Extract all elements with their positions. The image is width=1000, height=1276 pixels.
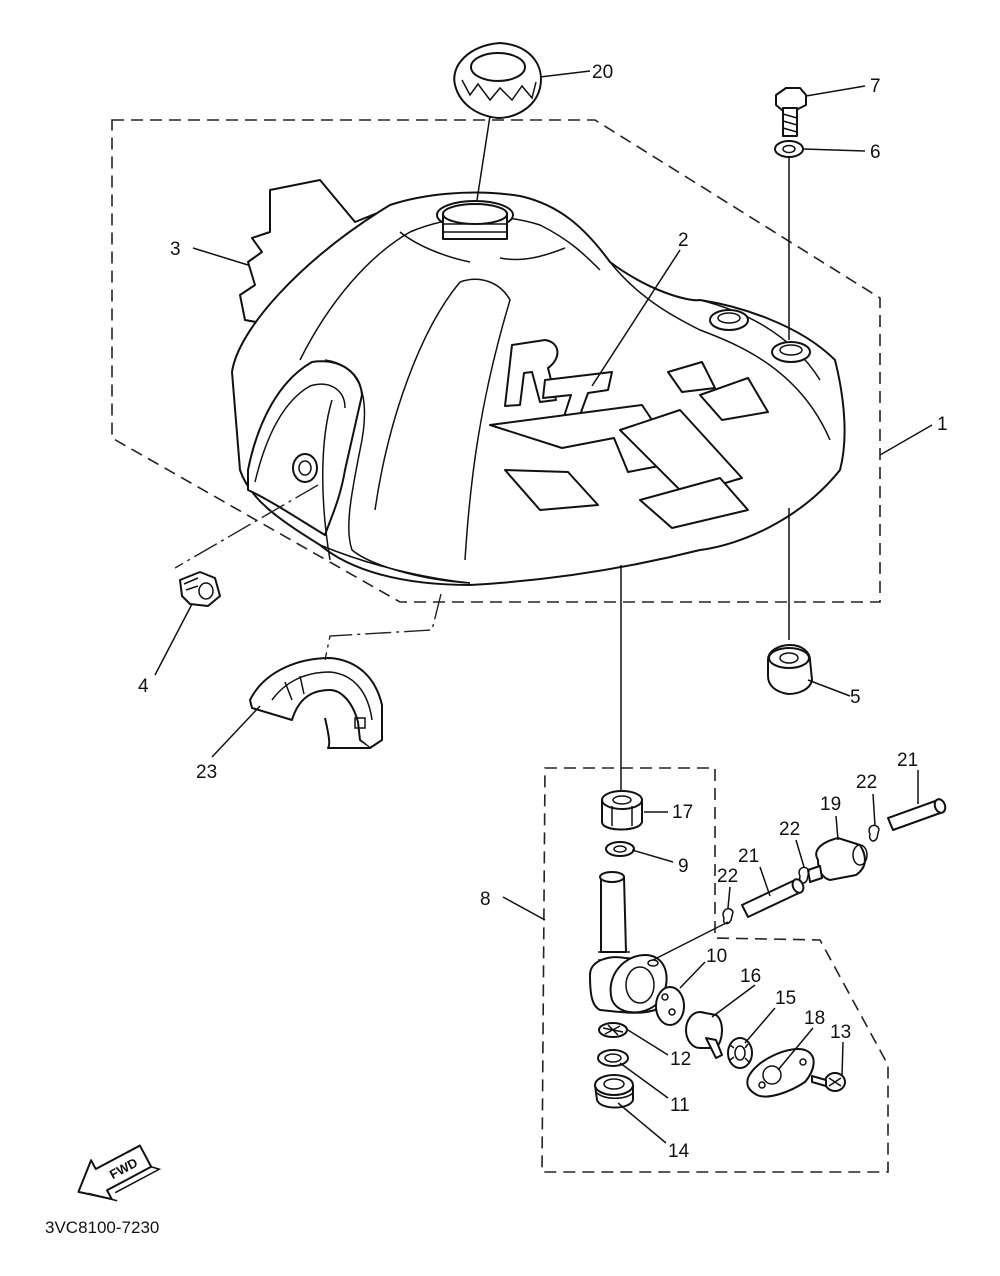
damper-4 — [179, 571, 221, 607]
callout-23: 23 — [196, 762, 217, 783]
fuel-filter-19 — [807, 837, 868, 883]
callout-6: 6 — [870, 142, 881, 163]
callout-22b: 22 — [779, 819, 800, 840]
clip-22a — [722, 907, 734, 925]
callout-8: 8 — [480, 889, 491, 910]
callout-4: 4 — [138, 676, 149, 697]
damper-5 — [767, 644, 813, 695]
callout-21a: 21 — [738, 846, 759, 867]
fwd-arrow-icon: FWD — [77, 1144, 162, 1202]
fuel-cap — [453, 42, 542, 119]
callout-3: 3 — [170, 239, 181, 260]
hose-21-lower — [741, 878, 805, 918]
cover-18 — [746, 1048, 815, 1098]
clip-22b — [798, 866, 810, 884]
callout-15: 15 — [775, 988, 796, 1009]
callout-20: 20 — [592, 62, 613, 83]
callout-21b: 21 — [897, 750, 918, 771]
callout-1: 1 — [937, 414, 948, 435]
callout-13: 13 — [830, 1022, 851, 1043]
callout-2: 2 — [678, 230, 689, 251]
strainer-12 — [598, 1022, 628, 1038]
callout-19: 19 — [820, 794, 841, 815]
callout-5: 5 — [850, 687, 861, 708]
callout-18: 18 — [804, 1008, 825, 1029]
tank-emblem-graphic — [489, 339, 769, 529]
nut-17 — [601, 790, 643, 831]
callout-16: 16 — [740, 966, 761, 987]
callout-12: 12 — [670, 1049, 691, 1070]
damper-23 — [249, 657, 383, 749]
washer-6 — [774, 140, 804, 158]
callout-9: 9 — [678, 856, 689, 877]
screw-13 — [811, 1072, 846, 1092]
callout-7: 7 — [870, 76, 881, 97]
plate-15 — [727, 1037, 753, 1069]
callout-10: 10 — [706, 946, 727, 967]
cup-14 — [594, 1074, 634, 1109]
callout-14: 14 — [668, 1141, 690, 1162]
leader-lines — [154, 70, 933, 1144]
o-ring-11 — [597, 1049, 629, 1067]
hose-21-upper — [887, 798, 947, 831]
part-code: 3VC8100-7230 — [45, 1218, 159, 1237]
callout-22a: 22 — [717, 866, 738, 887]
callout-11: 11 — [670, 1095, 690, 1116]
callout-22c: 22 — [856, 772, 877, 793]
lever-16 — [685, 1011, 723, 1059]
callout-17: 17 — [672, 802, 693, 823]
clip-22c — [868, 824, 880, 842]
fuel-cock-body — [589, 871, 668, 1014]
washer-9 — [605, 841, 635, 857]
fuel-cock-boundary — [541, 767, 889, 1173]
bolt-7 — [775, 87, 807, 137]
gasket-10 — [655, 986, 685, 1026]
tank-assembly-boundary — [111, 119, 881, 603]
